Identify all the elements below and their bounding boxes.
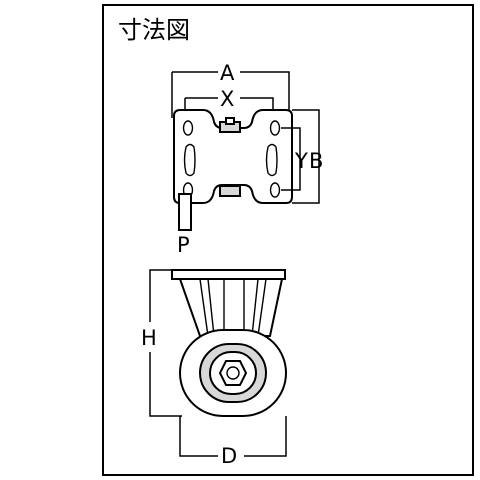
axle-bolt: [226, 366, 240, 380]
bolt-hole-top-right: [269, 120, 281, 136]
caster-top-plate: [171, 269, 286, 280]
side-caster-view: H D: [141, 269, 287, 468]
slot-right: [265, 143, 278, 177]
label-h: H: [141, 326, 157, 350]
label-x: X: [220, 87, 234, 111]
drawing-border: [102, 4, 474, 476]
label-a: A: [220, 61, 235, 85]
label-d: D: [221, 444, 237, 468]
axle-nut-top: [225, 117, 235, 125]
axle-block-bottom: [219, 185, 241, 197]
slot-left: [183, 143, 196, 177]
bolt-hole-top-left: [182, 120, 194, 136]
caster-bracket: [178, 278, 284, 337]
label-p: P: [177, 233, 190, 257]
plate-thickness-p: [178, 193, 192, 231]
axle-nut-hex: [218, 360, 248, 386]
top-plate-view: A X Y B P: [171, 61, 323, 257]
bolt-hole-bottom-right: [269, 182, 281, 198]
label-b: B: [309, 149, 323, 173]
label-y: Y: [294, 149, 308, 173]
drawing-title: 寸法図: [118, 16, 190, 44]
